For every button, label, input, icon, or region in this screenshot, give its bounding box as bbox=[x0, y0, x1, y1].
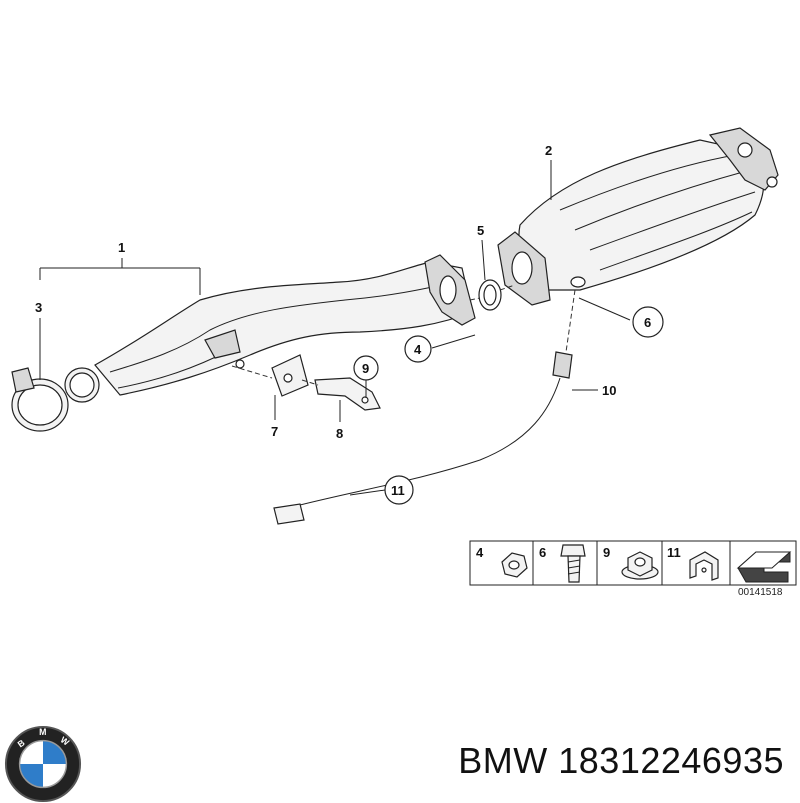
leader-4 bbox=[431, 334, 476, 349]
leader-11 bbox=[349, 489, 386, 496]
nut-icon bbox=[501, 552, 528, 578]
catalytic-converter bbox=[497, 127, 779, 306]
leader-1 bbox=[39, 258, 201, 295]
parts-legend: 4 6 9 11 bbox=[469, 540, 797, 586]
collar-nut-icon bbox=[621, 551, 659, 580]
leader-5 bbox=[481, 239, 486, 281]
callout-3: 3 bbox=[35, 300, 42, 315]
callout-9: 9 bbox=[362, 361, 369, 376]
callout-10: 10 bbox=[602, 383, 616, 398]
diagram-reference-number: 00141518 bbox=[738, 587, 783, 598]
callout-ring-11 bbox=[384, 475, 414, 505]
svg-text:M: M bbox=[39, 727, 46, 737]
part-number-caption: BMW 18312246935 bbox=[458, 740, 784, 781]
mounting-bracket bbox=[314, 377, 381, 411]
legend-label-9: 9 bbox=[603, 545, 610, 560]
callout-1: 1 bbox=[118, 240, 125, 255]
rubber-mount bbox=[271, 354, 309, 397]
assembly-line bbox=[231, 365, 273, 379]
svg-text:B: B bbox=[16, 738, 27, 750]
gasket-ring bbox=[478, 279, 502, 311]
callout-2: 2 bbox=[545, 143, 552, 158]
callout-ring-6 bbox=[632, 306, 664, 338]
assembly-line bbox=[565, 289, 576, 353]
bracket-icon bbox=[689, 551, 719, 581]
callout-8: 8 bbox=[336, 426, 343, 441]
legend-label-4: 4 bbox=[476, 545, 484, 560]
arrow-icon bbox=[736, 551, 792, 583]
bmw-logo: B M W bbox=[4, 725, 82, 803]
leader-6 bbox=[578, 297, 631, 321]
callout-7: 7 bbox=[271, 424, 278, 439]
callout-6: 6 bbox=[644, 315, 651, 330]
pipe-clamp bbox=[11, 367, 69, 432]
callout-ring-9 bbox=[353, 355, 379, 381]
callout-ring-4 bbox=[404, 335, 432, 363]
callout-11: 11 bbox=[391, 483, 405, 498]
assembly-line bbox=[301, 379, 319, 386]
assembly-line bbox=[469, 284, 516, 301]
legend-label-11: 11 bbox=[667, 545, 681, 560]
exhaust-pipe-rear bbox=[64, 254, 476, 403]
callout-4: 4 bbox=[414, 342, 422, 357]
bolt-icon bbox=[560, 544, 586, 583]
oxygen-sensor bbox=[273, 351, 573, 525]
callout-5: 5 bbox=[477, 223, 484, 238]
legend-label-6: 6 bbox=[539, 545, 546, 560]
